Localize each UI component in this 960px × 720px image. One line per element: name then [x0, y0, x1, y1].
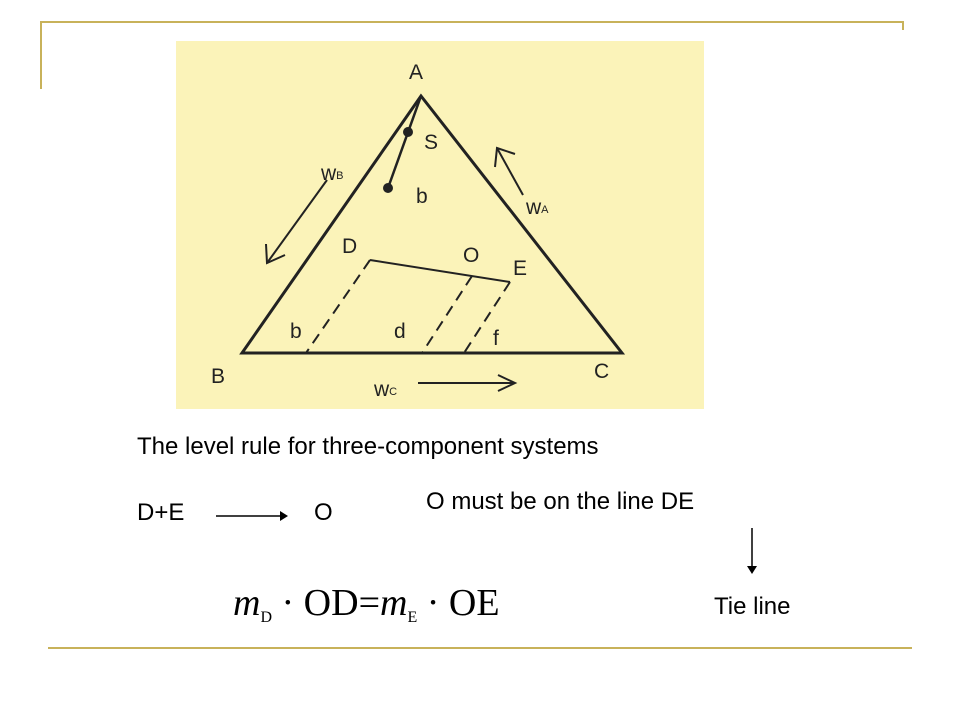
arrow-wc-head [497, 374, 518, 392]
tie-line-de [369, 259, 511, 283]
reaction-right: O [314, 499, 333, 526]
wc-label: wC [373, 378, 397, 401]
arrow-wb [266, 179, 328, 264]
point-e-label: E [513, 257, 527, 280]
segment-b-label: b [290, 320, 302, 343]
point-o-label: O [463, 244, 479, 267]
wa-label: wA [525, 196, 549, 219]
reaction-arrow-icon [216, 511, 288, 521]
bottom-rule [48, 647, 912, 649]
point-s [403, 127, 413, 137]
dashed-line-d [305, 259, 371, 354]
top-rule [40, 21, 904, 23]
point-s-label: S [424, 131, 438, 154]
point-d-label: D [342, 235, 357, 258]
segment-f-label: f [493, 327, 499, 350]
dashed-line-o [421, 275, 473, 354]
vertex-a-label: A [409, 61, 423, 84]
point-b [383, 183, 393, 193]
ternary-diagram: A B C S b D O E b d f wB wA wC [176, 41, 704, 409]
wb-label: wB [320, 162, 344, 185]
dashed-line-e [463, 281, 511, 354]
vertex-b-label: B [211, 365, 225, 388]
segment-d-label: d [394, 320, 406, 343]
arrow-wa-head [494, 146, 516, 168]
triangle-outline [239, 93, 626, 355]
top-left-rule [40, 21, 42, 89]
point-b-label: b [416, 185, 428, 208]
vertex-c-label: C [594, 360, 609, 383]
diagram-caption: The level rule for three-component syste… [137, 433, 599, 460]
top-right-rule [902, 21, 904, 30]
reaction-left: D+E [137, 499, 185, 526]
tie-line-label: Tie line [714, 593, 791, 620]
down-arrow-icon [747, 528, 757, 574]
condition-text: O must be on the line DE [426, 488, 695, 515]
lever-rule-formula: mD · OD=mE · OE [233, 580, 543, 626]
arrow-wa [496, 147, 524, 196]
arrow-wb-head [265, 243, 286, 265]
formula-text: mD · OD=mE · OE [233, 582, 500, 626]
ternary-diagram-svg: A B C S b D O E b d f wB wA wC [211, 61, 626, 401]
line-a-to-b [386, 95, 423, 189]
